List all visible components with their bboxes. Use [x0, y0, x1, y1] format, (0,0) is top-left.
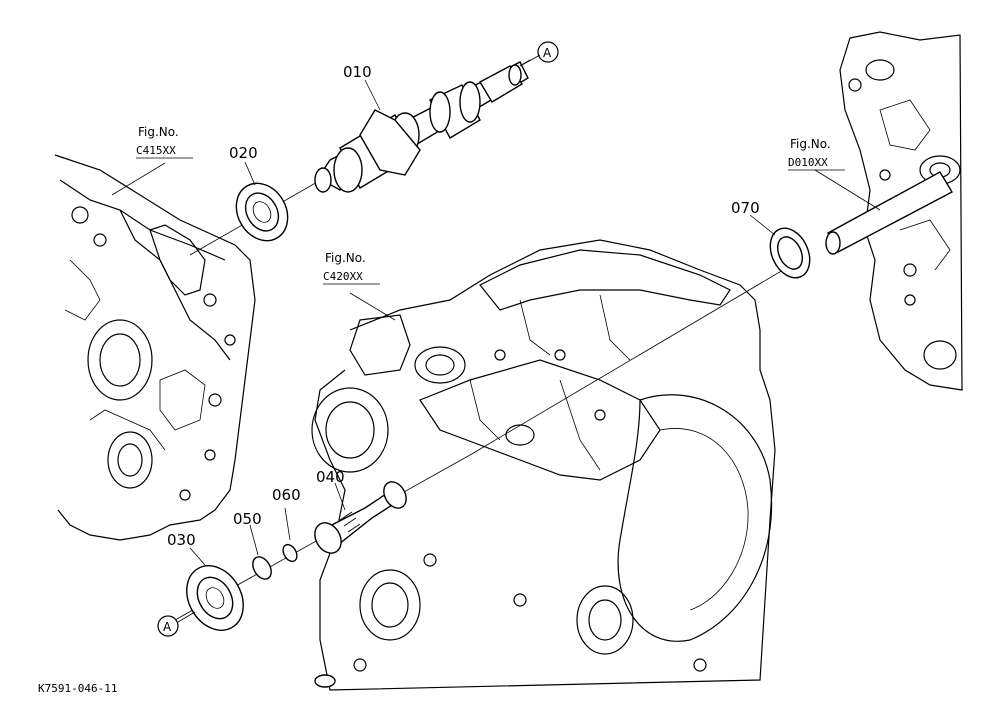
leader-lines [111, 54, 881, 623]
part-label-050: 050 [233, 510, 262, 528]
part-label-040: 040 [316, 468, 345, 486]
part-label-060: 060 [272, 486, 301, 504]
marker-a-bottom-label: A [163, 620, 172, 634]
center-housing [311, 239, 776, 691]
gear-shaft-010 [314, 61, 529, 193]
fig-ref-c415-code: C415XX [136, 144, 176, 157]
marker-a-top-label: A [543, 46, 552, 60]
right-housing [839, 31, 963, 391]
fig-ref-c420-code: C420XX [323, 270, 363, 283]
ring-050 [252, 556, 272, 580]
part-label-020: 020 [229, 144, 258, 162]
seal-070 [769, 227, 811, 279]
assembly-axes [174, 59, 801, 621]
drawing-code: K7591-046-11 [38, 682, 117, 695]
sleeve-040 [314, 481, 407, 554]
fig-ref-c415-title: Fig.No. [138, 125, 179, 139]
part-label-070: 070 [731, 199, 760, 217]
fig-ref-c420: Fig.No. C420XX [323, 251, 380, 285]
output-shaft [825, 171, 953, 255]
fig-ref-d010-title: Fig.No. [790, 137, 831, 151]
marker-a-bottom: A [157, 615, 179, 637]
circlip-060 [282, 543, 298, 563]
left-housing [54, 154, 256, 541]
fig-ref-c420-title: Fig.No. [325, 251, 366, 265]
bearing-020 [235, 182, 289, 242]
fig-ref-d010-code: D010XX [788, 156, 828, 169]
part-label-010: 010 [343, 63, 372, 81]
part-label-030: 030 [167, 531, 196, 549]
marker-a-top: A [537, 41, 559, 63]
fig-ref-d010: Fig.No. D010XX [788, 137, 845, 171]
bearing-030 [186, 565, 244, 631]
fig-ref-c415: Fig.No. C415XX [136, 125, 193, 159]
